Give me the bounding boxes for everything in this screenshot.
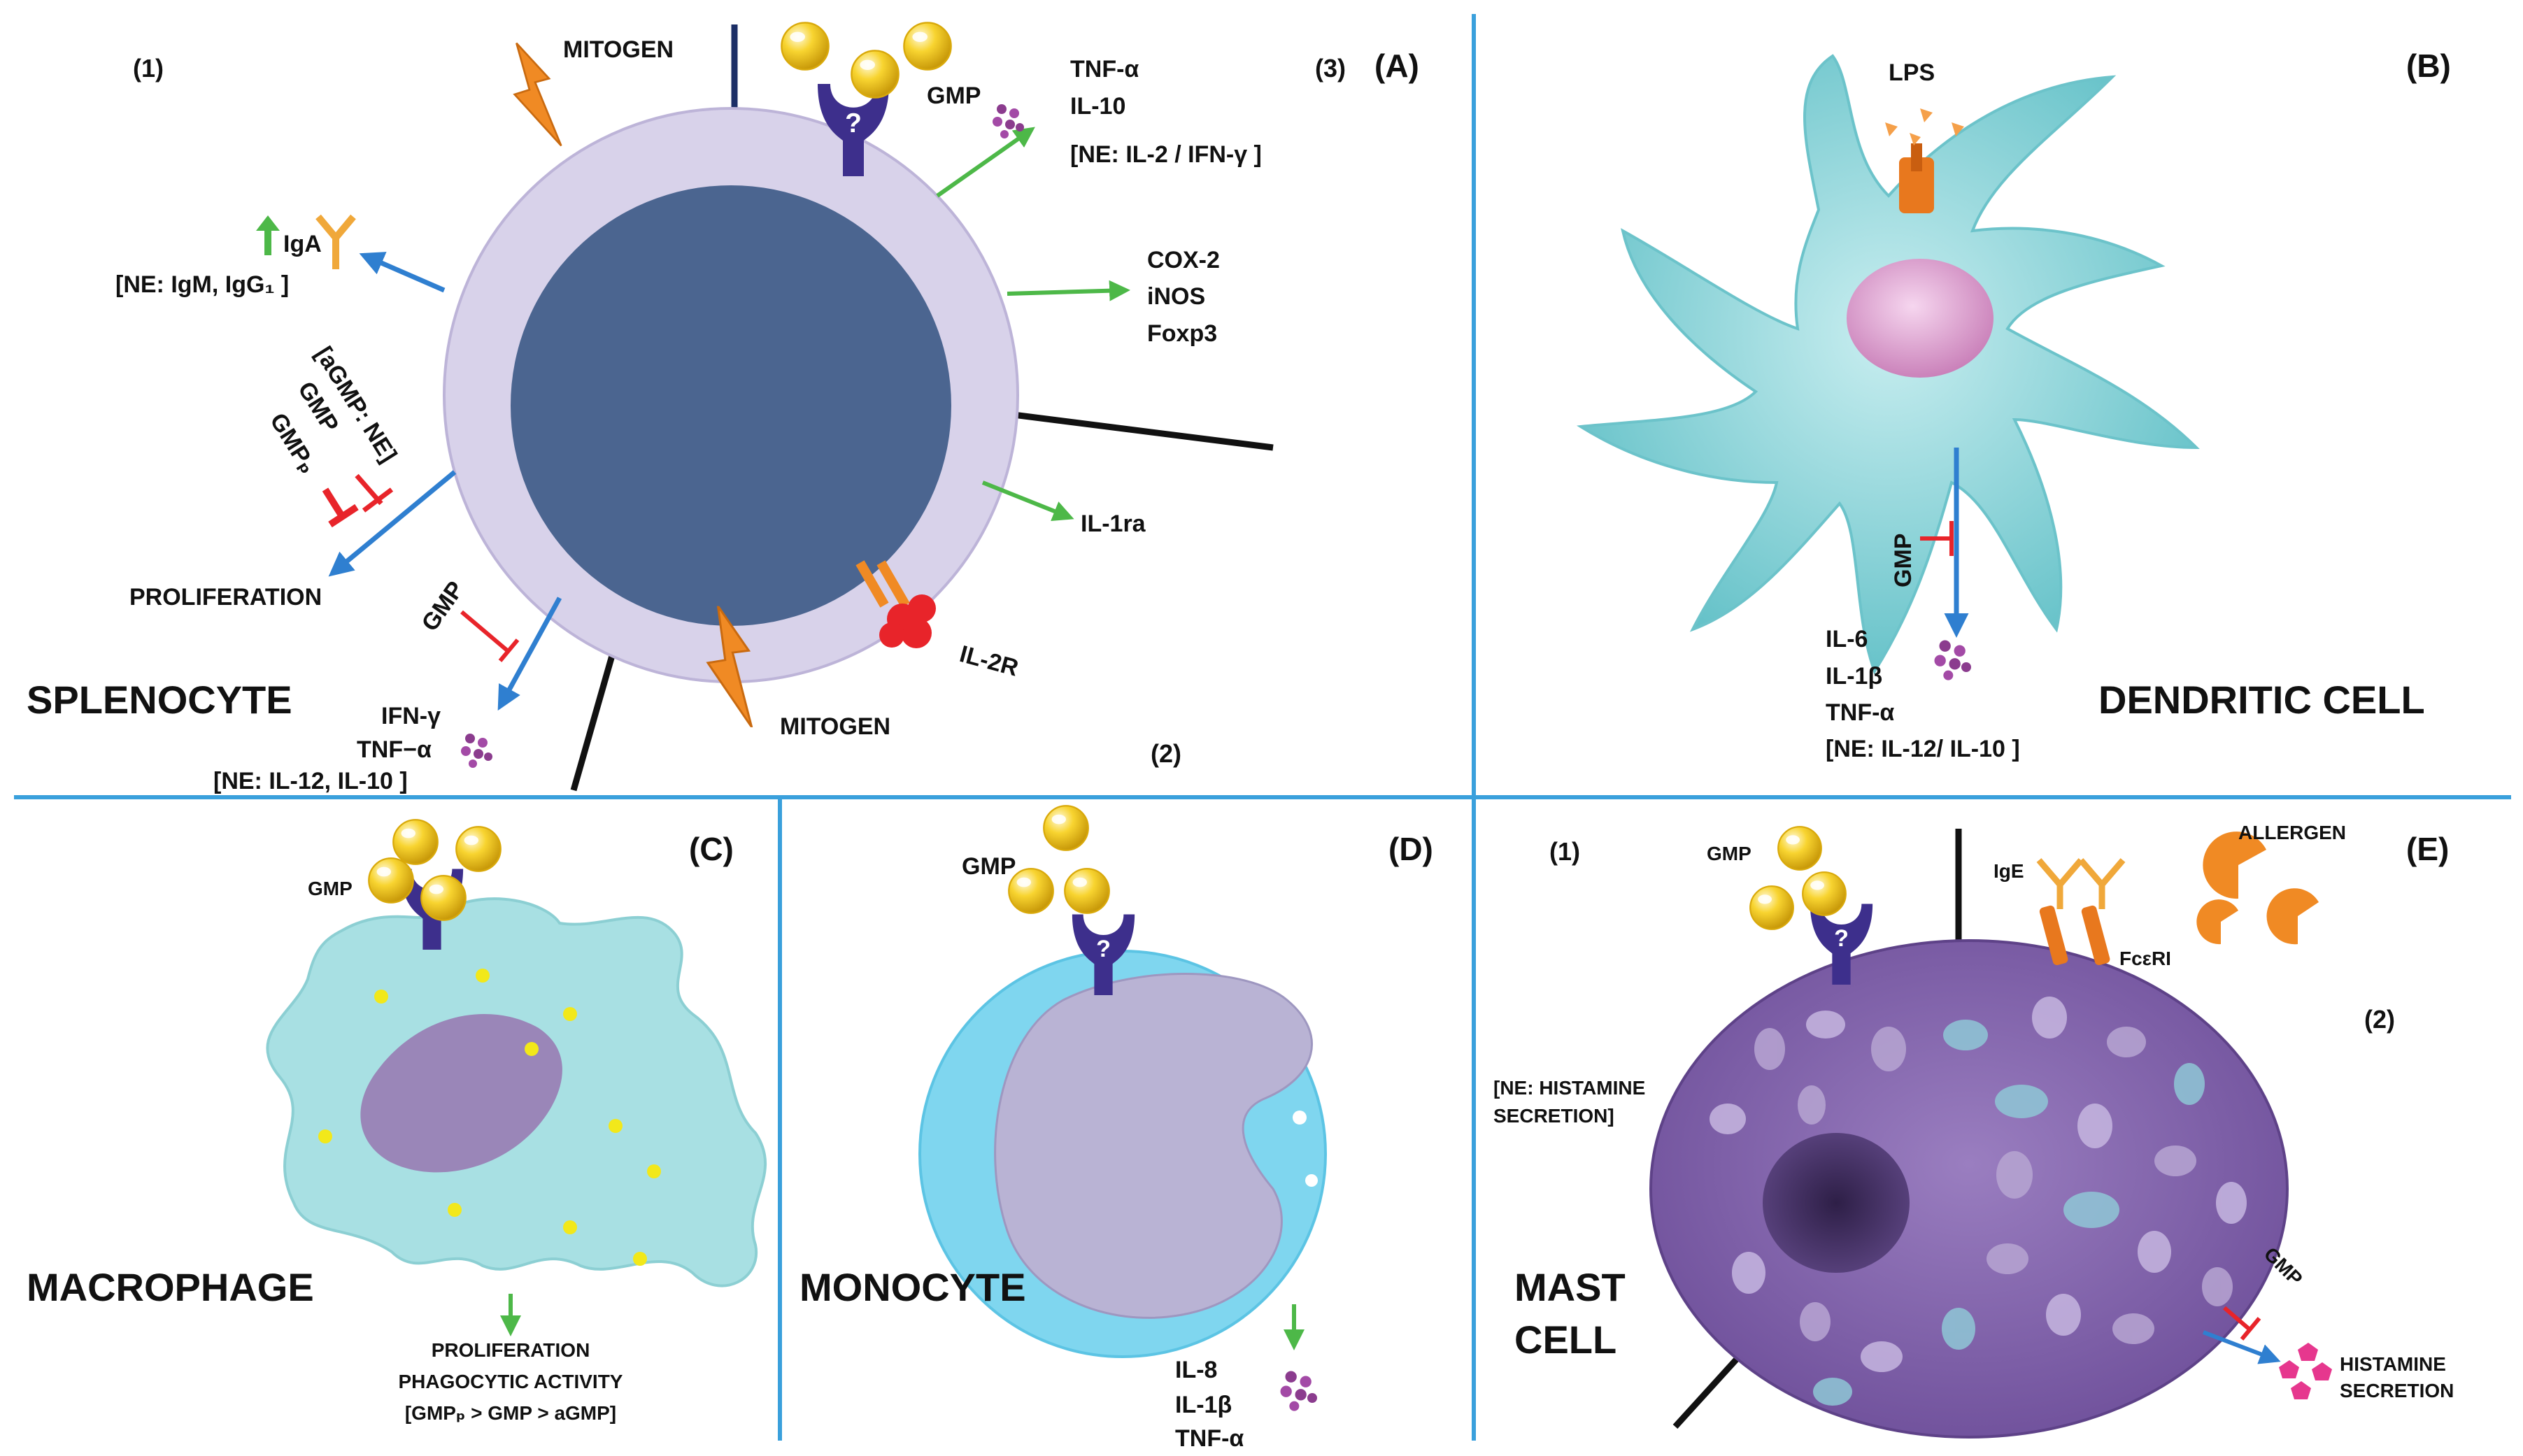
il1b-label: IL-1β: [1175, 1392, 1232, 1418]
iga-up-arrow-icon: [256, 215, 280, 255]
antibody-icon: [315, 214, 356, 269]
histamine-label-1: HISTAMINE: [2340, 1353, 2446, 1375]
ne-il12-il10-label: [NE: IL-12/ IL-10 ]: [1826, 736, 2020, 762]
cox2-label: COX-2: [1147, 247, 1220, 273]
panel-b-id: (B): [2406, 48, 2451, 84]
panel-d-id: (D): [1388, 831, 1433, 867]
dendritic-cell-title: DENDRITIC CELL: [2098, 678, 2425, 722]
ne-il12-il10-label: [NE: IL-12, IL-10 ]: [213, 768, 408, 794]
il8-label: IL-8: [1175, 1357, 1217, 1383]
gmp-ball-icon: [903, 22, 952, 71]
panel-e-mast-cell: (E) (1) (2) MAST CELL GMP IgE FcεRI ALLE…: [1493, 822, 2454, 1439]
panel-b-dendritic: (B) DENDRITIC CELL LPS GMP IL-6 IL-1β TN…: [1576, 48, 2451, 762]
sub-label-1: (1): [1549, 837, 1580, 866]
ne-il2-ifn-label: [NE: IL-2 / IFN-γ ]: [1070, 141, 1262, 168]
cytokine-dots-icon: [1934, 640, 1971, 680]
gmp-ball-icon: [1777, 826, 1822, 871]
ne-histamine-label-2: SECRETION]: [1493, 1105, 1614, 1127]
cytokine-dots-icon: [993, 104, 1024, 138]
monocyte-nucleus: [994, 973, 1314, 1319]
gmp-ball-icon: [851, 50, 900, 99]
panel-c-macrophage: (C) MACROPHAGE GMP PROLIFERATION PHAGOCY…: [27, 819, 767, 1424]
gmp-ranking-label: [GMPₚ > GMP > aGMP]: [405, 1402, 616, 1424]
dendritic-nucleus: [1847, 259, 1993, 378]
inos-label: iNOS: [1147, 283, 1205, 310]
monocyte-title: MONOCYTE: [799, 1265, 1026, 1309]
gmp-label: GMP: [927, 83, 981, 109]
mitogen-bottom-label: MITOGEN: [780, 713, 890, 740]
gmp-ball-icon: [368, 857, 414, 904]
gmp-ball-icon: [455, 826, 502, 872]
ige-fceri-icon: [2036, 858, 2126, 966]
lps-receptor-icon: [1885, 108, 1964, 213]
gmp-inhibit-2-label: GMP: [416, 576, 469, 636]
gmp-label: GMP: [308, 878, 353, 899]
iga-label: IgA: [283, 231, 322, 257]
macrophage-title: MACROPHAGE: [27, 1265, 314, 1309]
gmp-ball-icon: [420, 875, 467, 921]
allergen-label: ALLERGEN: [2238, 822, 2346, 843]
ne-histamine-label-1: [NE: HISTAMINE: [1493, 1077, 1645, 1099]
fceri-label: FcεRI: [2119, 948, 2171, 969]
tnf-a-label: TNF-α: [1175, 1425, 1244, 1452]
ifn-g-label: IFN-γ: [381, 703, 441, 729]
sub-label-1: (1): [133, 54, 164, 83]
il6-label: IL-6: [1826, 626, 1868, 652]
panel-d-monocyte: (D) MONOCYTE GMP IL-8 IL-1β TNF-α: [799, 805, 1433, 1452]
sub-label-2: (2): [2364, 1005, 2395, 1034]
gmp-ball-icon: [1802, 871, 1847, 916]
panel-c-id: (C): [689, 831, 734, 867]
tnf-label: TNF−α: [357, 736, 432, 763]
mast-title-1: MAST: [1514, 1265, 1626, 1309]
gmp-ball-icon: [1043, 805, 1089, 851]
il1b-label: IL-1β: [1826, 663, 1882, 690]
ige-label: IgE: [1993, 860, 2024, 882]
tnf-a-label: TNF-α: [1070, 56, 1139, 83]
phagocytic-activity-label: PHAGOCYTIC ACTIVITY: [399, 1371, 623, 1392]
mitogen-bolt-icon: [513, 42, 562, 147]
splenocyte-nucleus: [511, 185, 951, 626]
gmp-label: GMP: [1707, 843, 1751, 864]
mast-cell-body: [1649, 939, 2289, 1439]
proliferation-label: PROLIFERATION: [129, 584, 322, 611]
sub-label-3: (3): [1315, 54, 1346, 83]
panel-a-splenocyte: (A) (3) (1) (2) SPLENOCYTE MITOGEN MITOG…: [27, 22, 1419, 794]
cytokine-dots-icon: [1280, 1371, 1317, 1411]
il2r-icon: [855, 560, 936, 648]
histamine-label-2: SECRETION: [2340, 1380, 2454, 1401]
mitogen-top-label: MITOGEN: [563, 36, 674, 63]
mast-cell-granules: [1710, 997, 2247, 1406]
macrophage-nucleus: [360, 1014, 562, 1173]
mast-title-2: CELL: [1514, 1318, 1616, 1362]
proliferation-label: PROLIFERATION: [432, 1339, 590, 1361]
gmp-label: GMP: [1890, 534, 1917, 587]
gmp-ball-icon: [392, 819, 439, 865]
gmp-ball-icon: [1064, 868, 1110, 914]
macrophage-granules: [318, 969, 661, 1266]
cytokine-dots-icon: [461, 734, 492, 768]
iga-ne-label: [NE: IgM, IgG₁ ]: [115, 271, 289, 298]
il10-label: IL-10: [1070, 93, 1125, 120]
mast-cell-nucleus: [1763, 1133, 1910, 1273]
histamine-icon: [2279, 1343, 2332, 1399]
lps-label: LPS: [1889, 59, 1935, 86]
sub-label-2: (2): [1151, 739, 1181, 768]
panel-a-id: (A): [1374, 48, 1419, 84]
splenocyte-title: SPLENOCYTE: [27, 678, 292, 722]
panel-dividers: [14, 14, 2511, 1441]
foxp3-label: Foxp3: [1147, 320, 1217, 347]
inhibition-marks: [322, 473, 520, 662]
gmp-label: GMP: [962, 853, 1016, 880]
il1ra-label: IL-1ra: [1081, 511, 1146, 537]
tnf-a-label: TNF-α: [1826, 699, 1894, 726]
il2r-label: IL-2R: [957, 641, 1021, 682]
panel-e-id: (E): [2406, 831, 2449, 867]
gmp-ball-icon: [781, 22, 830, 71]
allergen-icon: [2196, 832, 2319, 945]
gmp-ball-icon: [1749, 885, 1794, 930]
